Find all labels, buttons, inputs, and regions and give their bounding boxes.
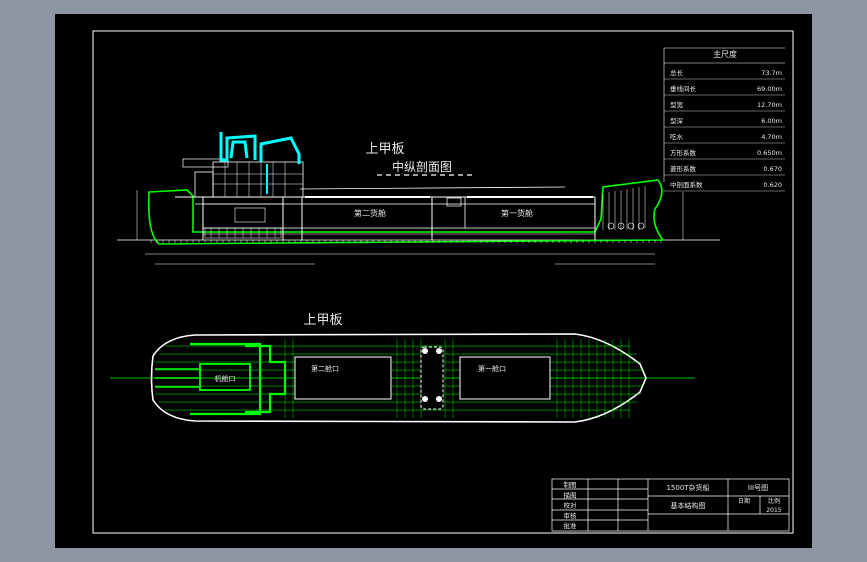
hatch-1 bbox=[459, 356, 551, 400]
engine-room-label: 机舱口 bbox=[215, 374, 236, 383]
particular-value: 73.7m bbox=[761, 69, 782, 77]
particular-value: 69.00m bbox=[757, 85, 782, 93]
title-block-label: 描图 bbox=[564, 490, 577, 499]
hold-2-label: 第二货舱 bbox=[354, 208, 386, 218]
drawing-sheet: 主尺度 总长 73.7m 垂线间长 69.00m 型宽 12.70m 型深 6.00m 吃水 4.… bbox=[55, 14, 812, 548]
particular-value: 0.650m bbox=[757, 149, 782, 157]
title-block-label: 校对 bbox=[564, 501, 578, 510]
drawing-name: 基本结构图 bbox=[671, 501, 706, 510]
particular-label: 吃水 bbox=[670, 132, 684, 141]
hold-1-label: 第一货舱 bbox=[501, 208, 533, 218]
drawing-canvas: 主尺度 总长 73.7m 垂线间长 69.00m 型宽 12.70m 型深 6.00m 吃水 4.… bbox=[92, 30, 794, 534]
hatch-2-label: 第二舱口 bbox=[311, 364, 339, 373]
section-title: 上甲板 bbox=[365, 142, 404, 157]
particular-label: 型宽 bbox=[670, 100, 684, 109]
particular-label: 总长 bbox=[670, 68, 684, 77]
particulars-heading: 主尺度 bbox=[713, 49, 737, 59]
plan-view: 机舱口 第二舱口 第一舱口 上甲板 bbox=[110, 313, 695, 423]
title-block bbox=[551, 478, 790, 532]
particular-value: 6.00m bbox=[761, 117, 782, 125]
year: 2015 bbox=[766, 507, 781, 514]
mast-house bbox=[420, 346, 444, 410]
particular-label: 方形系数 bbox=[670, 148, 697, 157]
profile-view: 上甲板 中纵剖面图 第二货舱 第一货舱 bbox=[117, 132, 720, 265]
particulars-rows: 总长 73.7m 垂线间长 69.00m 型宽 12.70m 型深 6.00m 吃水 4.70m 方… bbox=[664, 68, 785, 192]
particular-label: 型深 bbox=[670, 116, 684, 125]
particular-value: 0.670 bbox=[763, 165, 782, 173]
mast bbox=[259, 136, 301, 164]
title-block-label: 审核 bbox=[564, 511, 578, 520]
particular-label: 中剖面系数 bbox=[670, 180, 703, 189]
title-block-label: 制图 bbox=[564, 480, 577, 489]
particulars-table: 主尺度 总长 73.7m 垂线间长 69.00m 型宽 12.70m 型深 6.00m 吃水 4.… bbox=[663, 47, 785, 192]
title-block-label: 批准 bbox=[564, 521, 578, 530]
deck-outline bbox=[150, 333, 647, 423]
hatch-1-label: 第一舱口 bbox=[478, 364, 506, 373]
hull-outline bbox=[147, 179, 665, 245]
particular-value: 12.70m bbox=[757, 101, 782, 109]
date-label: 日期 bbox=[738, 497, 750, 505]
particular-value: 4.70m bbox=[761, 133, 782, 141]
plan-title: 上甲板 bbox=[303, 313, 342, 328]
inner-border bbox=[92, 30, 794, 534]
section-subtitle: 中纵剖面图 bbox=[392, 159, 452, 174]
particular-label: 垂线间长 bbox=[670, 84, 697, 93]
project-name: 1500T杂货船 bbox=[666, 483, 709, 492]
particular-label: 菱形系数 bbox=[670, 164, 697, 173]
engine-room-hatch bbox=[199, 363, 251, 391]
hatch-2 bbox=[294, 356, 392, 400]
scale-label: 比例 bbox=[768, 497, 780, 505]
particular-value: 0.620 bbox=[763, 181, 782, 189]
sheet-size: III号图 bbox=[748, 484, 768, 492]
funnel bbox=[219, 132, 257, 162]
